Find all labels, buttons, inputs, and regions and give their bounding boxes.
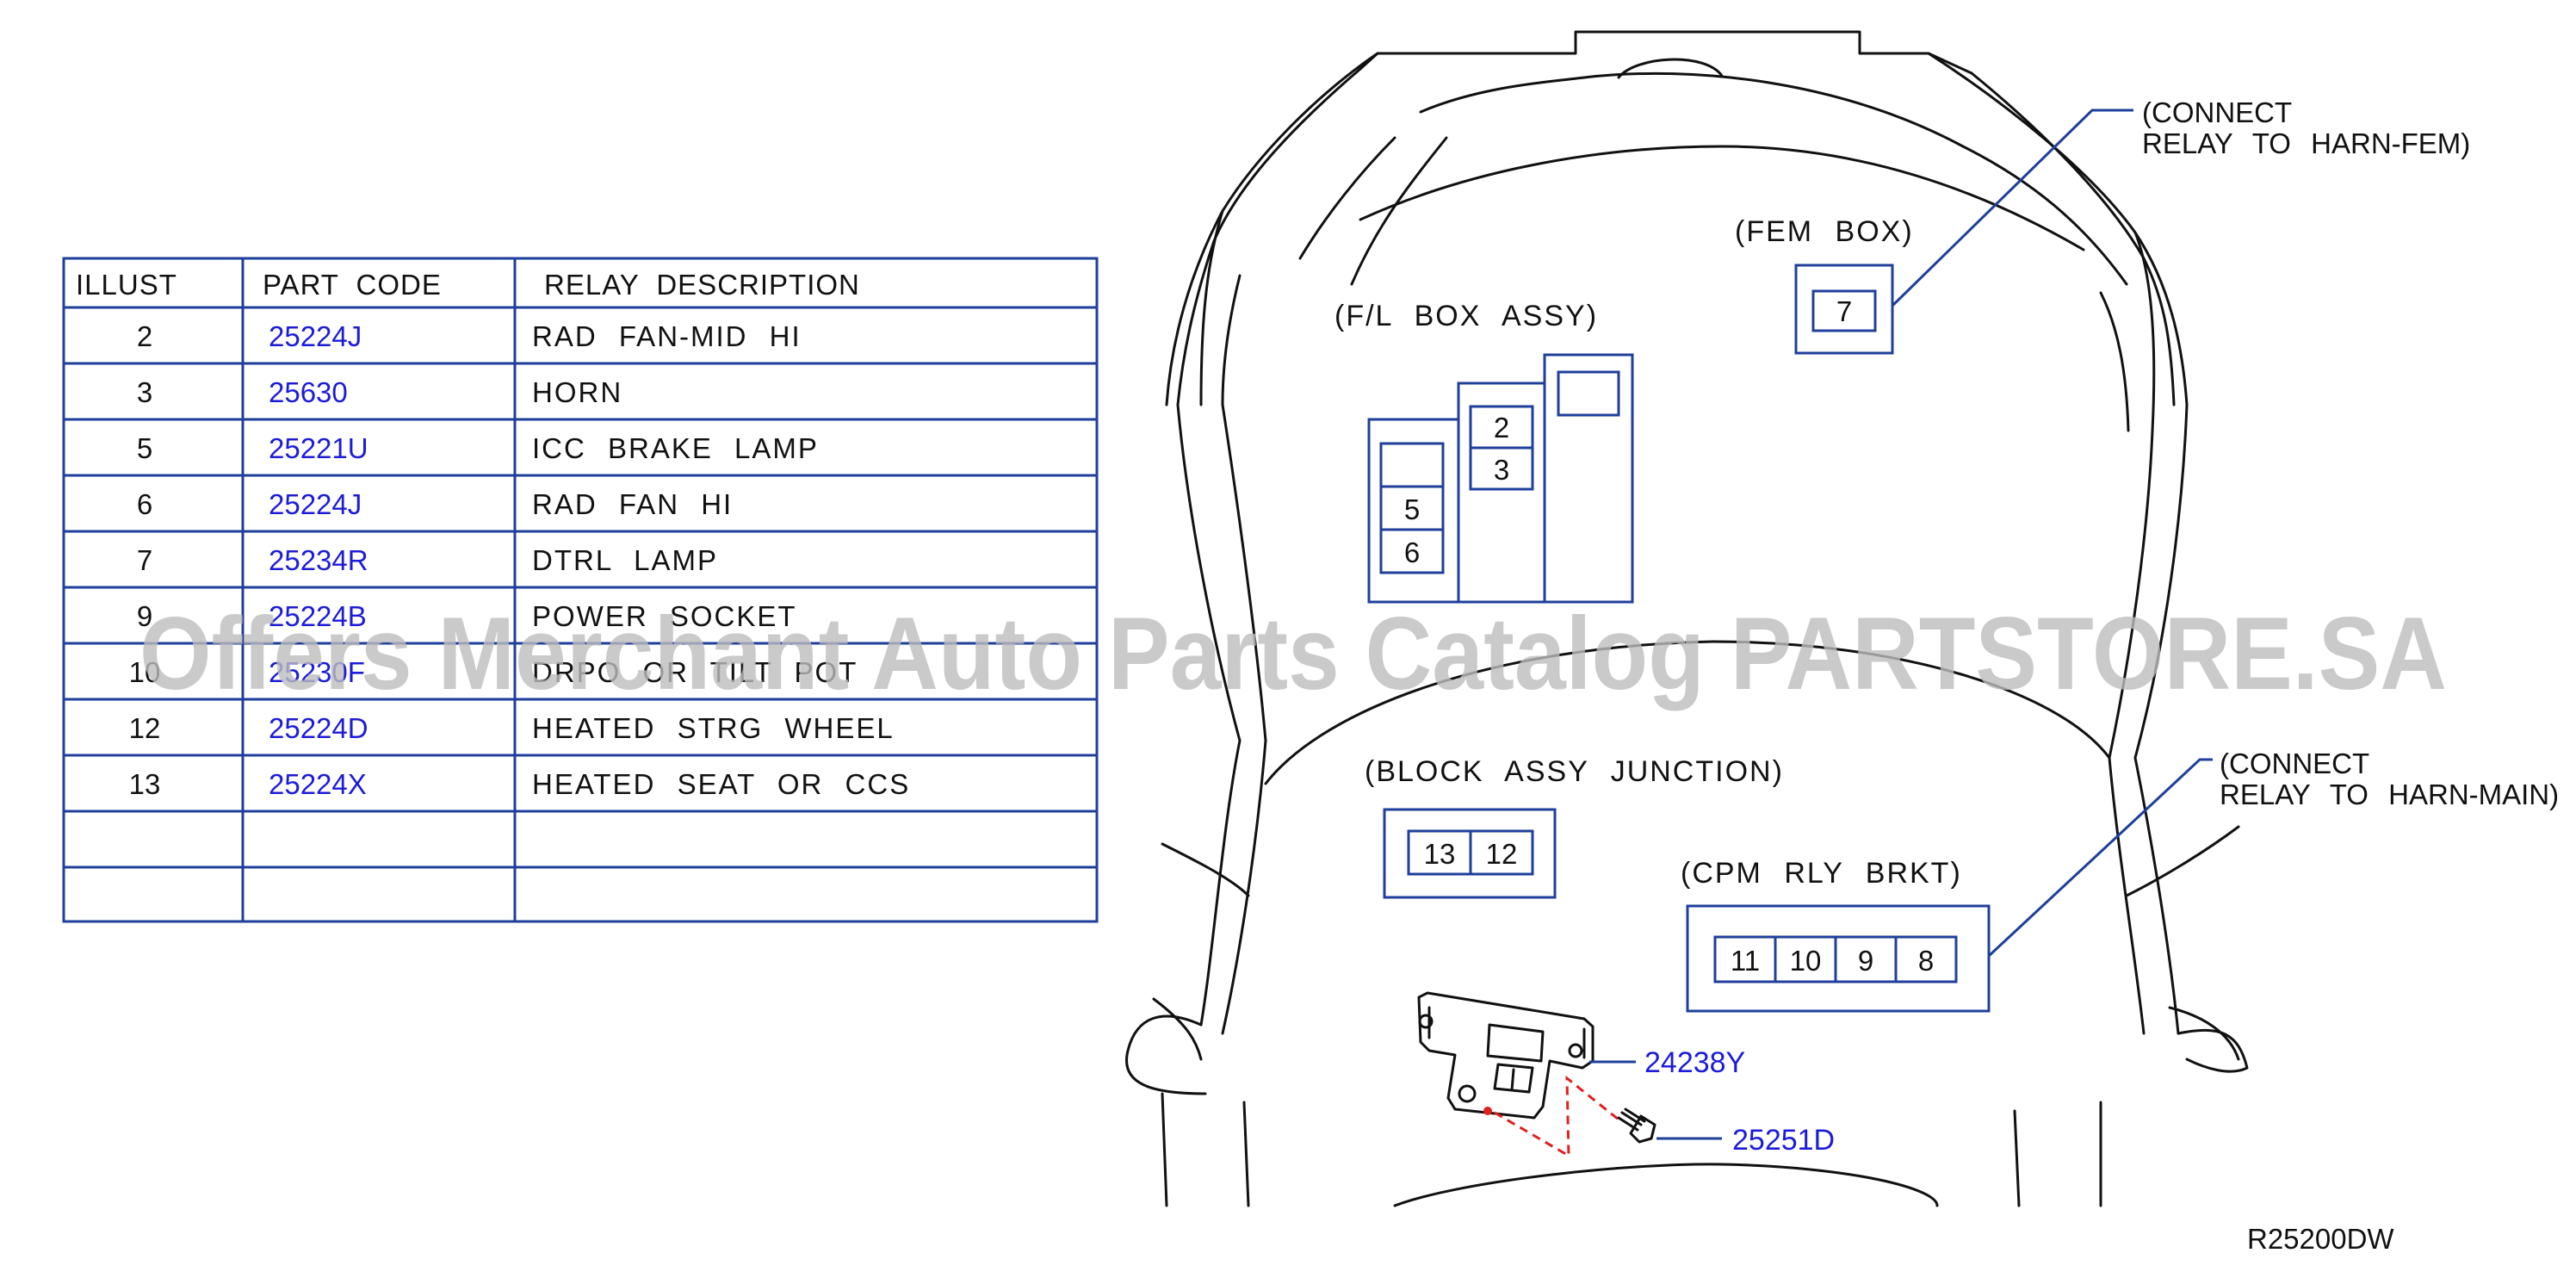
block-junction-group: (BLOCK ASSY JUNCTION) 13 12 [1365, 755, 1784, 899]
relay-13-number: 13 [1424, 838, 1456, 870]
relay-12[interactable] [1469, 829, 1534, 876]
relay-12-number: 12 [1486, 838, 1518, 870]
relay-9[interactable] [1834, 935, 1898, 983]
illust-cell: 2 [137, 320, 152, 352]
illust-cell: 3 [137, 376, 152, 408]
relay-2-number: 2 [1494, 412, 1509, 444]
relay-2[interactable] [1469, 405, 1534, 450]
column-header-illust: ILLUST [76, 269, 177, 301]
fl-box-label: (F/L BOX ASSY) [1334, 300, 1598, 332]
illust-cell: 10 [129, 656, 161, 688]
relay-5-number: 5 [1404, 493, 1420, 525]
part-code-link[interactable]: 25630 [269, 376, 348, 408]
cpm-bracket-group: (CPM RLY BRKT) 11 10 9 8 (CONNECT RELAY … [1681, 748, 2559, 1013]
relay-8-number: 8 [1918, 945, 1934, 977]
illust-cell: 5 [137, 432, 152, 464]
install-guide-line [1494, 1075, 1619, 1158]
bolt-drawing [1617, 1107, 1656, 1144]
bracket-drawing [1417, 991, 1595, 1120]
vehicle-outline [1125, 30, 2249, 1207]
part-code-link[interactable]: 25224D [269, 712, 368, 744]
description-cell: RAD FAN HI [532, 488, 733, 520]
watermark: Offers Merchant Auto Parts Catalog PARTS… [139, 596, 2447, 711]
fem-note-line1: (CONNECT [2142, 96, 2292, 128]
bracket-hole [1458, 1084, 1477, 1103]
part-code-link[interactable]: 25234R [269, 544, 368, 576]
table-row: 5 25221U ICC BRAKE LAMP [137, 432, 819, 464]
relay-6[interactable] [1379, 528, 1445, 574]
table-row: 3 25630 HORN [137, 376, 622, 408]
relay-3[interactable] [1469, 446, 1534, 491]
relay-bracket-part: 24238Y [1417, 991, 1745, 1120]
cpm-bracket-label: (CPM RLY BRKT) [1681, 857, 1962, 890]
description-cell: HEATED STRG WHEEL [532, 712, 895, 744]
illust-cell: 9 [137, 600, 152, 632]
main-note-line2: RELAY TO HARN-MAIN) [2220, 779, 2559, 810]
fem-note-line2: RELAY TO HARN-FEM) [2142, 127, 2470, 159]
diagram-reference-code: R25200DW [2247, 1223, 2394, 1255]
part-code-link[interactable]: 25230F [269, 656, 365, 688]
description-cell: DRPO OR TILT POT [532, 656, 858, 688]
bracket-mount-point [1483, 1107, 1492, 1115]
part-code-24238y[interactable]: 24238Y [1644, 1046, 1745, 1079]
table-row: 12 25224D HEATED STRG WHEEL [129, 712, 895, 744]
fem-box-group: (FEM BOX) 7 (CONNECT RELAY TO HARN-FEM) [1735, 96, 2470, 355]
description-cell: HORN [532, 376, 622, 408]
relay-10-number: 10 [1790, 945, 1822, 977]
fem-leader-line [1891, 109, 2133, 307]
bracket-hole [1568, 1043, 1583, 1058]
illust-cell: 7 [137, 544, 152, 576]
illust-cell: 13 [129, 768, 161, 800]
relay-7-number: 7 [1836, 295, 1852, 327]
illust-cell: 6 [137, 488, 152, 520]
description-cell: DTRL LAMP [532, 544, 718, 576]
relay-table: ILLUST PART CODE RELAY DESCRIPTION 2 252… [62, 257, 1099, 923]
relay-5[interactable] [1379, 485, 1445, 531]
column-header-relay-description: RELAY DESCRIPTION [544, 269, 860, 301]
cpm-leader-line [1987, 758, 2213, 958]
relay-7[interactable] [1811, 289, 1877, 332]
part-code-25251d[interactable]: 25251D [1732, 1124, 1835, 1157]
part-code-link[interactable]: 25221U [269, 432, 368, 464]
description-cell: ICC BRAKE LAMP [532, 432, 819, 464]
relay-11[interactable] [1713, 935, 1777, 983]
relay-6-number: 6 [1404, 537, 1420, 568]
table-row: 10 25230F DRPO OR TILT POT [129, 656, 858, 688]
table-header-row: ILLUST PART CODE RELAY DESCRIPTION [76, 269, 860, 301]
bolt-part: 25251D [1494, 1075, 1835, 1158]
description-cell: RAD FAN-MID HI [532, 320, 802, 352]
relay-3-number: 3 [1494, 454, 1509, 486]
part-code-link[interactable]: 25224J [269, 320, 362, 352]
relay-9-number: 9 [1858, 945, 1873, 977]
illust-cell: 12 [129, 712, 161, 744]
column-header-part-code: PART CODE [263, 269, 442, 301]
bracket-hole [1418, 1014, 1434, 1029]
description-cell: HEATED SEAT OR CCS [532, 768, 910, 800]
part-code-link[interactable]: 25224B [269, 600, 367, 632]
part-code-link[interactable]: 25224X [269, 768, 367, 800]
fl-box-group: (F/L BOX ASSY) 2 3 5 6 [1334, 300, 1634, 604]
relay-empty-slot [1557, 370, 1620, 417]
part-code-link[interactable]: 25224J [269, 488, 362, 520]
description-cell: POWER SOCKET [532, 600, 797, 632]
relay-11-number: 11 [1731, 945, 1760, 977]
table-row: 2 25224J RAD FAN-MID HI [137, 320, 802, 352]
relay-8[interactable] [1894, 935, 1958, 983]
fem-box-label: (FEM BOX) [1735, 215, 1914, 248]
table-row: 13 25224X HEATED SEAT OR CCS [129, 768, 910, 800]
table-row: 7 25234R DTRL LAMP [137, 544, 718, 576]
main-note-line1: (CONNECT [2220, 748, 2369, 779]
table-row: 6 25224J RAD FAN HI [137, 488, 733, 520]
table-grid [62, 257, 1099, 923]
block-junction-label: (BLOCK ASSY JUNCTION) [1365, 755, 1784, 788]
relay-empty-upper [1379, 442, 1445, 488]
table-row: 9 25224B POWER SOCKET [137, 600, 797, 632]
